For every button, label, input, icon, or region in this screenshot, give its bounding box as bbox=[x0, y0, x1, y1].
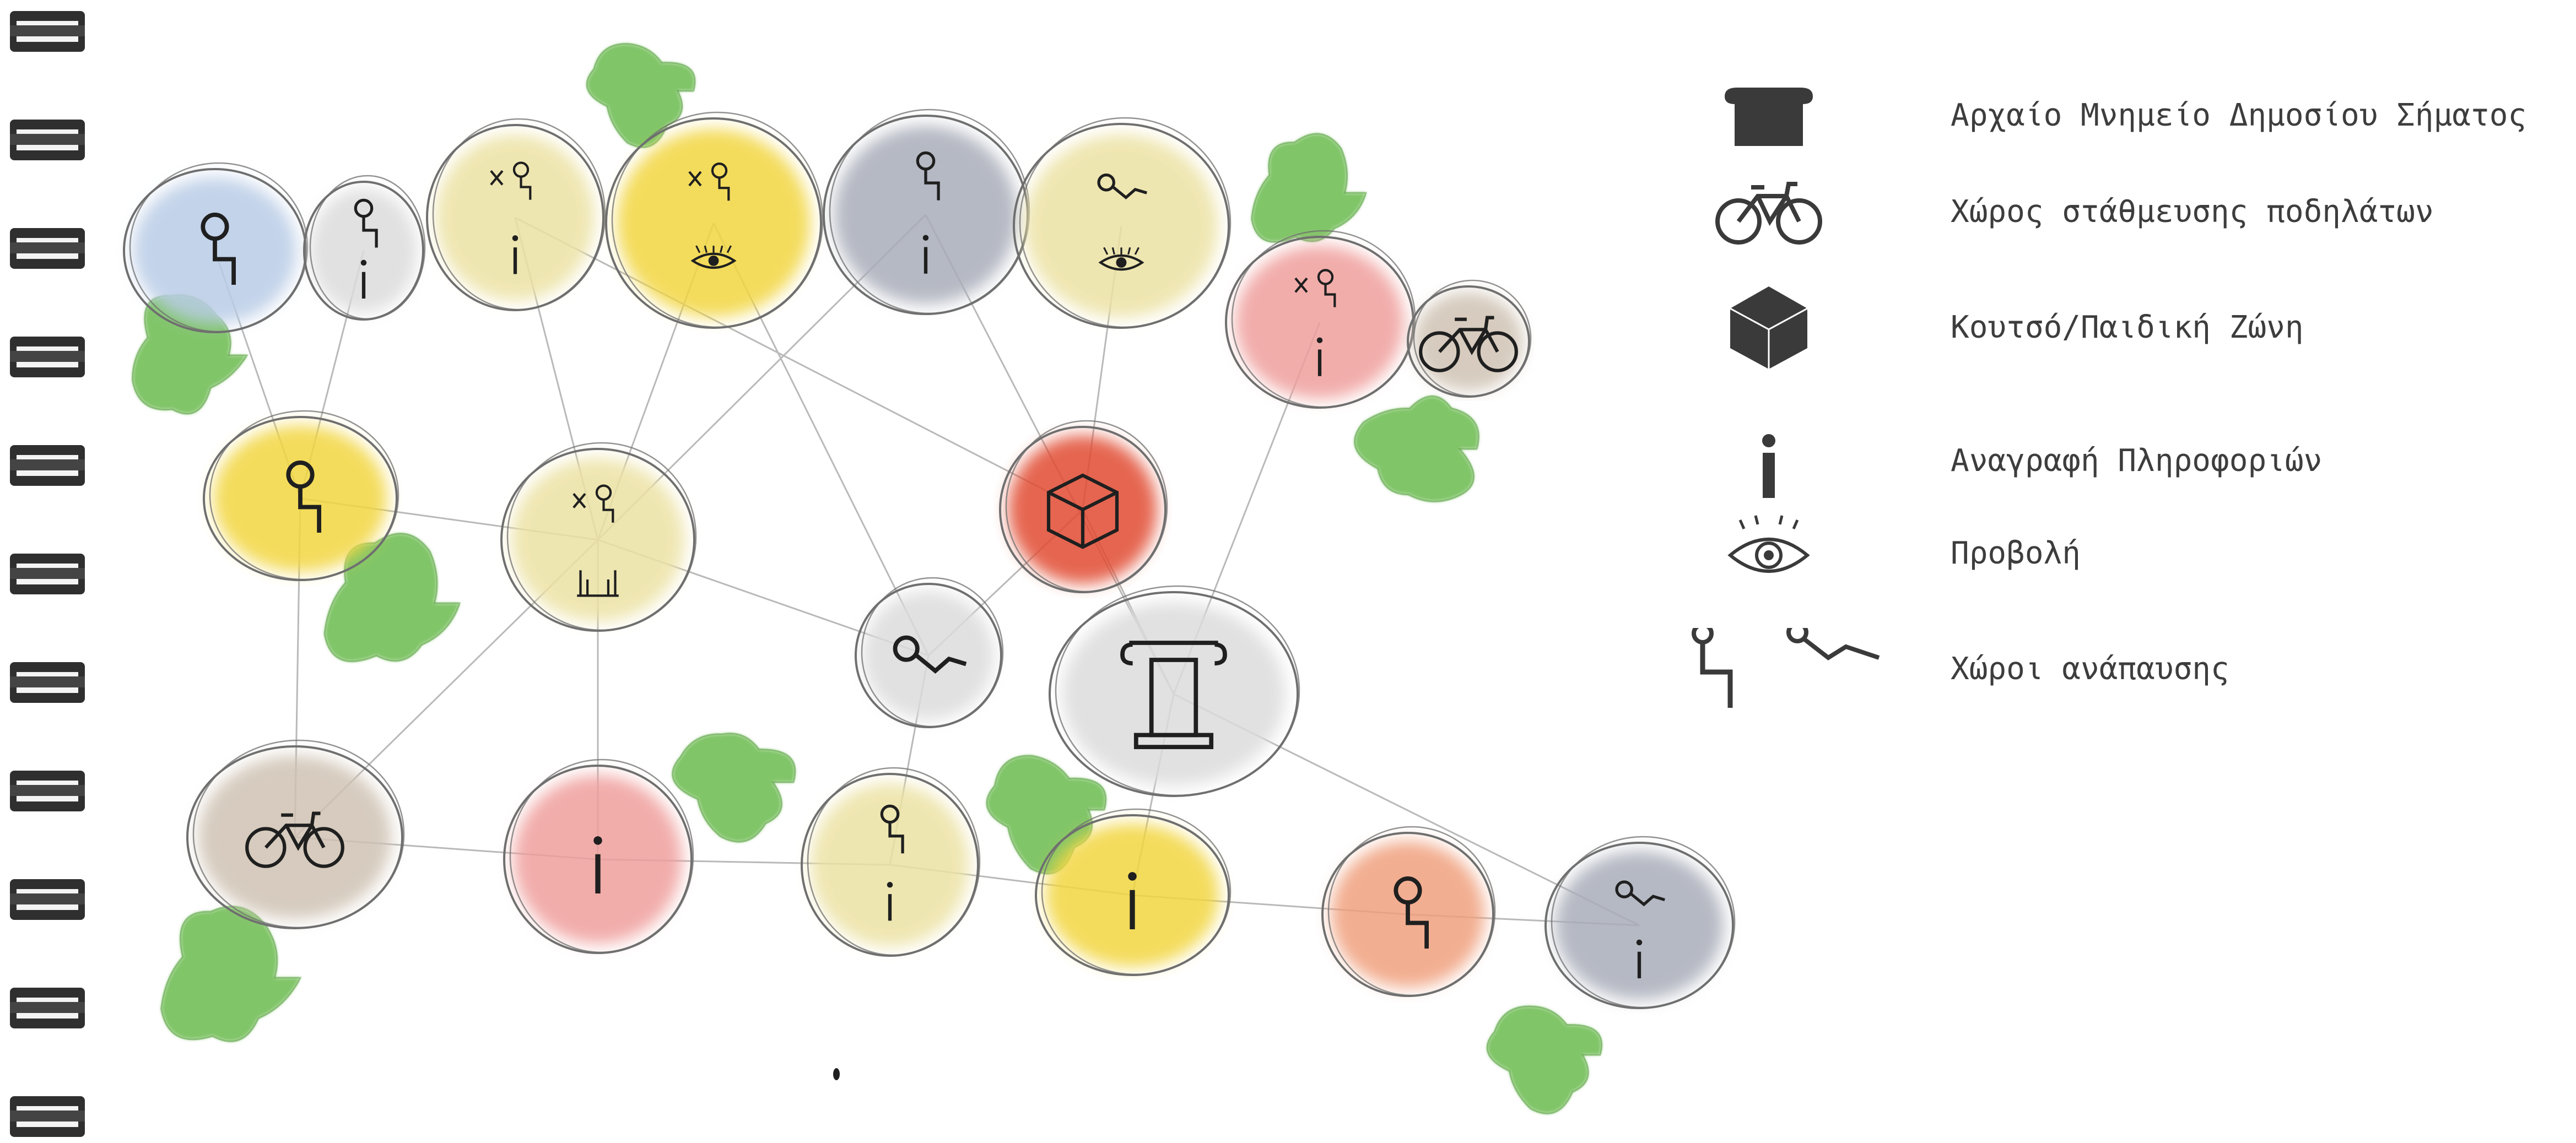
cube-icon bbox=[1653, 286, 1884, 369]
rest-icon bbox=[1653, 628, 1884, 711]
activity-node bbox=[824, 110, 1029, 314]
legend-label: Χώρος στάθμευσης ποδηλάτων bbox=[1951, 171, 2434, 253]
activity-node bbox=[1322, 827, 1495, 996]
legend-item-rest-areas: Χώροι ανάπαυσης bbox=[1653, 628, 2568, 711]
tree-canopy bbox=[673, 733, 795, 842]
spiral-ring bbox=[10, 554, 85, 594]
notebook-spiral-binding bbox=[10, 11, 85, 1137]
spiral-ring bbox=[10, 1096, 85, 1137]
activity-node bbox=[1050, 586, 1299, 796]
spiral-ring bbox=[10, 228, 85, 269]
activity-node bbox=[204, 411, 398, 580]
spiral-ring bbox=[10, 771, 85, 811]
legend-item-play-zone: Κουτσό/Παιδική Ζώνη bbox=[1653, 286, 2568, 369]
activity-node bbox=[1014, 118, 1230, 328]
legend-label: Προβολή bbox=[1951, 512, 2081, 595]
spiral-ring bbox=[10, 337, 85, 377]
legend-item-monument: Αρχαίο Μνημείο Δημοσίου Σήματος bbox=[1653, 74, 2568, 157]
spiral-ring bbox=[10, 120, 85, 160]
legend-label: Χώροι ανάπαυσης bbox=[1951, 628, 2229, 711]
activity-node bbox=[1226, 231, 1415, 408]
eye-icon bbox=[1653, 512, 1884, 595]
activity-nodes bbox=[124, 110, 1735, 1008]
spiral-ring bbox=[10, 988, 85, 1028]
ink-dot bbox=[833, 1068, 840, 1080]
activity-node bbox=[427, 119, 605, 310]
activity-node bbox=[304, 176, 425, 319]
legend-label: Κουτσό/Παιδική Ζώνη bbox=[1951, 286, 2304, 369]
tree-canopy bbox=[587, 44, 695, 148]
column-icon bbox=[1653, 74, 1884, 157]
bicycle-icon bbox=[1653, 171, 1884, 253]
tree-canopy bbox=[1252, 134, 1366, 242]
activity-node bbox=[187, 740, 404, 928]
activity-node bbox=[802, 768, 980, 956]
activity-node bbox=[856, 578, 1003, 727]
activity-node bbox=[1408, 280, 1531, 397]
tree-canopy bbox=[1354, 396, 1478, 501]
activity-node bbox=[1546, 837, 1735, 1008]
spiral-ring bbox=[10, 879, 85, 920]
info-icon bbox=[1653, 420, 1884, 502]
legend-label: Αναγραφή Πληροφοριών bbox=[1951, 420, 2322, 502]
spiral-ring bbox=[10, 445, 85, 486]
legend-label: Αρχαίο Μνημείο Δημοσίου Σήματος bbox=[1951, 74, 2526, 157]
legend-item-information: Αναγραφή Πληροφοριών bbox=[1653, 420, 2568, 502]
tree-canopy bbox=[1487, 1006, 1602, 1114]
activity-node bbox=[1000, 421, 1167, 592]
activity-node bbox=[504, 760, 693, 953]
spiral-ring bbox=[10, 11, 85, 52]
spiral-ring bbox=[10, 662, 85, 703]
legend-item-viewpoint: Προβολή bbox=[1653, 512, 2568, 595]
legend-item-bike-parking: Χώρος στάθμευσης ποδηλάτων bbox=[1653, 171, 2568, 253]
